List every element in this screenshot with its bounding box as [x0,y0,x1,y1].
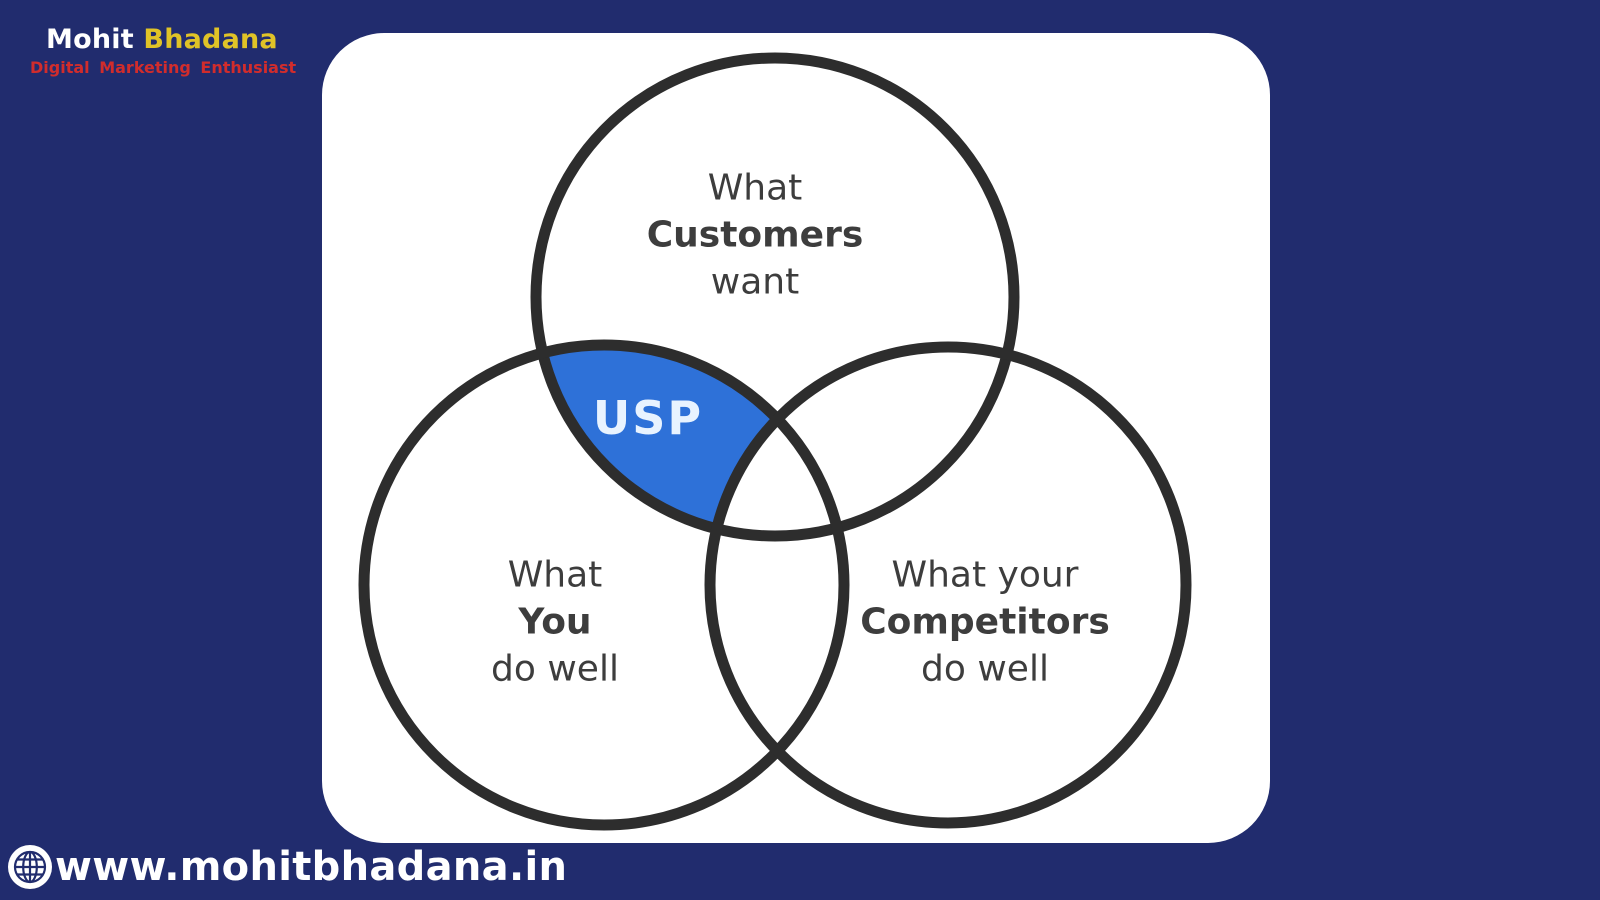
brand-header: Mohit Bhadana Digital Marketing Enthusia… [30,24,296,77]
globe-icon [8,845,52,889]
label-customers: What Customers want [647,165,864,306]
brand-name: Mohit Bhadana [46,24,296,55]
venn-diagram [358,52,1192,831]
label-competitors-line1: What your [891,554,1079,596]
competitors-circle [704,341,1192,829]
label-you-line1: What [507,554,603,596]
brand-last-name: Bhadana [143,24,278,55]
label-you-line3: do well [491,648,619,690]
brand-first-name: Mohit [46,24,134,55]
website-url: www.mohitbhadana.in [55,844,568,890]
label-customers-line1: What [707,167,803,209]
label-you-line2: You [518,601,592,643]
you-circle [358,339,850,831]
usp-intersection-fill [536,345,844,536]
venn-card: What Customers want What You do well Wha… [322,33,1270,843]
site-footer: www.mohitbhadana.in [8,844,567,890]
usp-label: USP [592,391,704,445]
label-competitors: What your Competitors do well [860,552,1110,693]
label-customers-line2: Customers [646,214,864,256]
customers-circle [530,52,1020,542]
label-competitors-line3: do well [921,648,1049,690]
label-you: What You do well [491,552,619,693]
brand-subtitle: Digital Marketing Enthusiast [30,58,297,77]
label-competitors-line2: Competitors [860,601,1110,643]
label-customers-line3: want [710,261,800,303]
